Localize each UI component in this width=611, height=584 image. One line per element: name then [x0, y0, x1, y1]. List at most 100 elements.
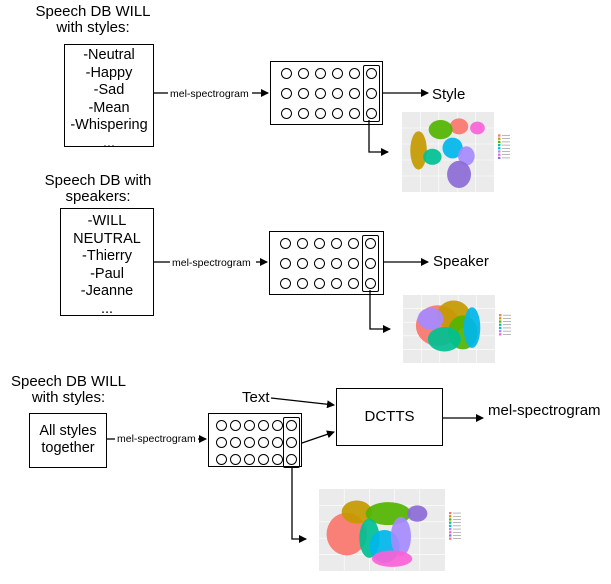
list-item: -Jeanne	[80, 283, 134, 299]
network-node	[281, 88, 292, 99]
style-embedding-scatter-2	[319, 489, 461, 571]
network-node	[366, 68, 377, 79]
legend-swatch	[499, 323, 502, 326]
section3-heading: Speech DB WILL with styles:	[6, 374, 131, 406]
network-node	[286, 454, 297, 465]
network-node	[332, 88, 343, 99]
legend-swatch	[449, 521, 452, 524]
list-item: ...	[100, 300, 114, 317]
network-node	[349, 108, 360, 119]
network-node	[366, 88, 377, 99]
section3-heading-line1: Speech DB WILL	[10, 373, 127, 390]
list-item: -Whispering	[70, 117, 148, 133]
style-embedding-plot	[392, 104, 518, 200]
network-node	[332, 108, 343, 119]
section3-box-line2: together	[41, 440, 95, 456]
network-node	[272, 437, 283, 448]
cluster-blob	[458, 146, 475, 166]
cluster-blob	[427, 326, 461, 352]
section1-styles-box: -Neutral -Happy -Sad -Mean -Whispering .…	[64, 44, 154, 151]
network-node	[216, 454, 227, 465]
list-item: -WILL	[87, 213, 127, 229]
network-node	[281, 108, 292, 119]
network-node	[366, 108, 377, 119]
network-node	[348, 278, 359, 289]
legend-swatch	[498, 147, 501, 150]
section3-arrow-label: mel-spectrogram	[117, 433, 196, 445]
list-item: ...	[102, 134, 116, 151]
section3-heading-line2: with styles:	[31, 389, 106, 406]
section1-style-list: -Neutral -Happy -Sad -Mean -Whispering .…	[65, 47, 153, 152]
network-node	[244, 454, 255, 465]
section1-heading-line1: Speech DB WILL	[35, 3, 151, 20]
legend-swatch	[499, 314, 502, 317]
section3-output-label: mel-spectrogram	[488, 402, 601, 419]
network-node	[349, 88, 360, 99]
cluster-blob	[371, 550, 413, 567]
dctts-model-box: DCTTS	[336, 388, 443, 446]
network-node	[315, 108, 326, 119]
network-node	[244, 437, 255, 448]
network-node	[298, 68, 309, 79]
list-item: NEUTRAL	[73, 230, 141, 247]
network-node	[349, 68, 360, 79]
network-node	[314, 238, 325, 249]
style-embedding-plot-2	[309, 481, 469, 579]
legend-swatch	[449, 531, 452, 534]
cluster-blob	[447, 160, 471, 188]
cluster-blob	[449, 118, 469, 135]
section3-all-styles-box: All styles together	[29, 413, 107, 468]
network-node	[286, 437, 297, 448]
section3-plot-arrow	[291, 466, 307, 543]
legend-swatch	[449, 537, 452, 540]
section1-output-label: Style	[432, 86, 466, 103]
network-node	[258, 420, 269, 431]
network-node	[315, 68, 326, 79]
section1-heading: Speech DB WILL with styles:	[18, 4, 168, 36]
legend-swatch	[498, 140, 501, 143]
legend-swatch	[499, 330, 502, 333]
network-node	[230, 420, 241, 431]
cluster-blob	[390, 516, 411, 557]
network-node	[230, 437, 241, 448]
network-node	[314, 258, 325, 269]
cluster-blob	[423, 148, 442, 165]
network-node	[315, 88, 326, 99]
legend-swatch	[498, 144, 501, 147]
network-node	[286, 420, 297, 431]
speaker-embedding-plot	[393, 287, 519, 371]
legend-swatch	[449, 515, 452, 518]
section2-output-label: Speaker	[433, 253, 489, 270]
section2-plot-arrow	[369, 290, 391, 333]
legend-swatch	[449, 524, 452, 527]
network-node	[297, 238, 308, 249]
section2-heading: Speech DB with speakers:	[28, 173, 168, 205]
section1-plot-arrow	[368, 120, 389, 156]
list-item: -Neutral	[83, 47, 135, 63]
network-node	[365, 278, 376, 289]
section1-heading-line2: with styles:	[56, 19, 130, 36]
network-node	[365, 238, 376, 249]
section2-speaker-list: -WILL NEUTRAL -Thierry -Paul -Jeanne ...	[61, 213, 153, 318]
network-node	[230, 454, 241, 465]
text-to-dctts-arrow	[270, 397, 335, 409]
text-input-label: Text	[242, 389, 270, 406]
network-node	[280, 238, 291, 249]
legend-swatch	[498, 156, 501, 159]
network-node	[258, 437, 269, 448]
list-item: -Mean	[88, 99, 130, 116]
section3-box-line1: All styles	[39, 423, 97, 439]
network-node	[365, 258, 376, 269]
network-node	[331, 278, 342, 289]
section2-speakers-box: -WILL NEUTRAL -Thierry -Paul -Jeanne ...	[60, 208, 154, 318]
legend-swatch	[449, 527, 452, 531]
network-node	[314, 278, 325, 289]
network-node	[272, 454, 283, 465]
network-node	[216, 420, 227, 431]
legend-swatch	[449, 511, 452, 515]
list-item: -Thierry	[82, 248, 132, 264]
legend-swatch	[498, 134, 501, 137]
cluster-blob	[407, 505, 428, 522]
dctts-model-label: DCTTS	[364, 408, 415, 425]
